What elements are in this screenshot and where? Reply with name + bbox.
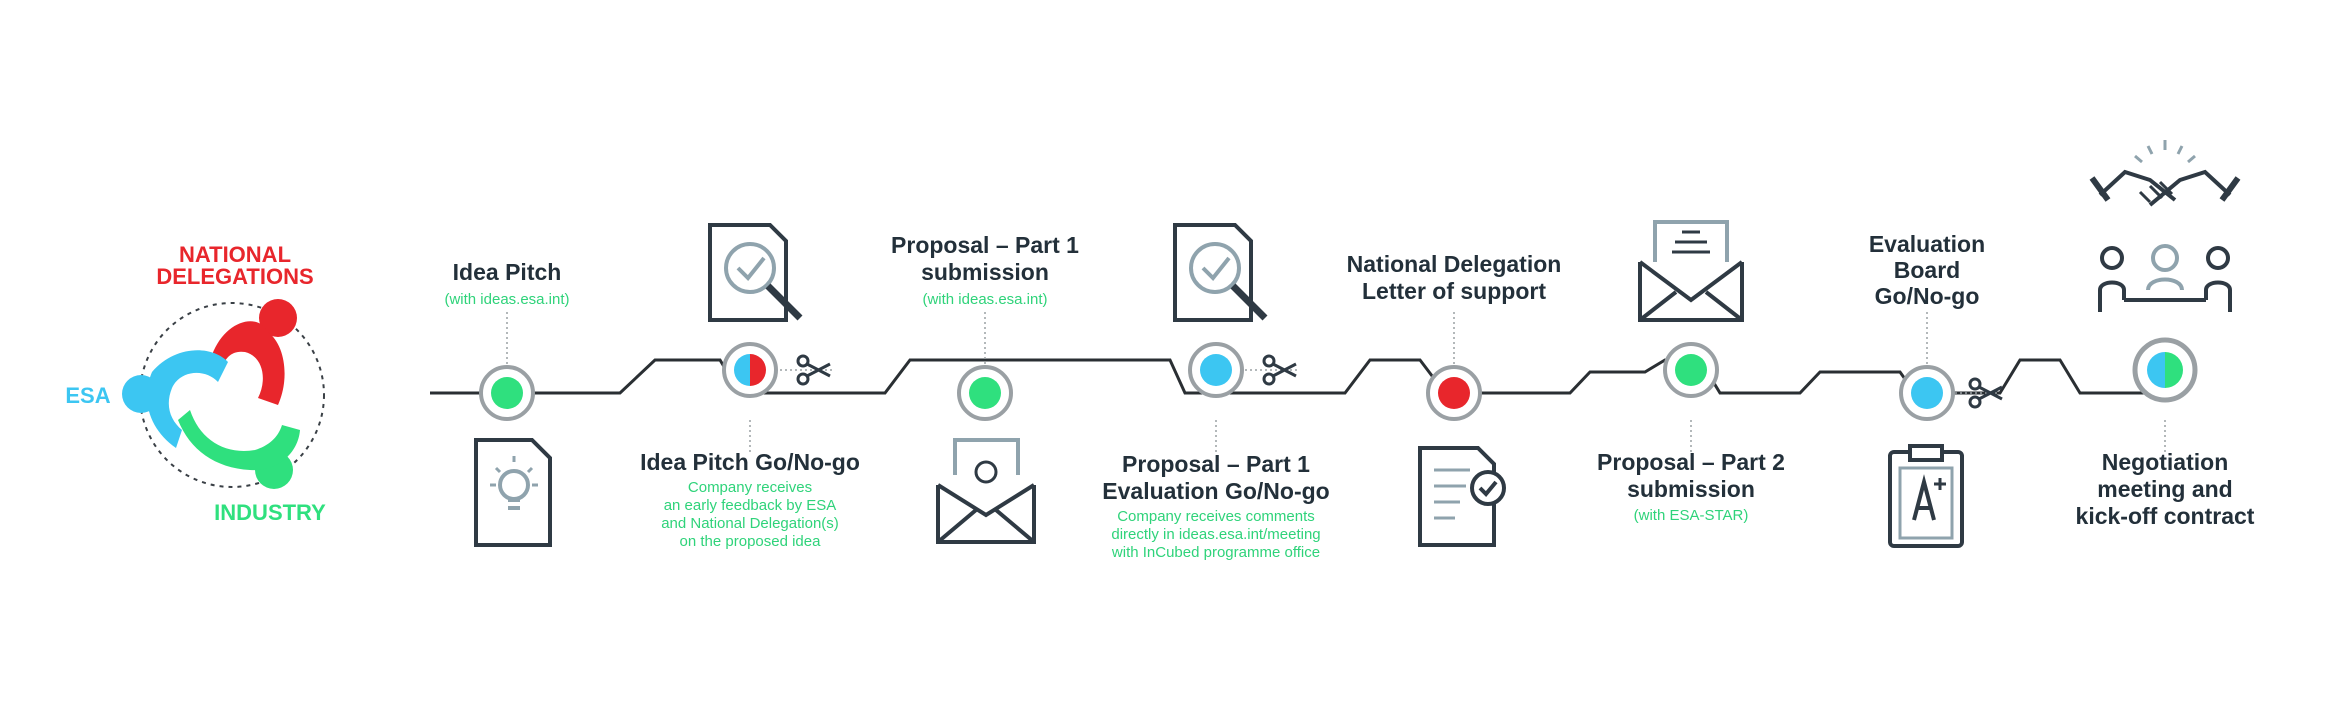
step-title-line: Negotiation bbox=[2102, 449, 2229, 475]
step-sub-line: Company receives comments bbox=[1117, 508, 1315, 525]
scissors-icon bbox=[796, 354, 831, 386]
node-idea-pitch bbox=[479, 365, 535, 421]
clipboard-grade-icon bbox=[1888, 444, 1964, 548]
blue-body bbox=[146, 350, 228, 448]
step-title-line: meeting and bbox=[2097, 476, 2232, 502]
stakeholder-cycle-logo: NATIONAL DELEGATIONS ESA INDUSTRY bbox=[65, 242, 326, 525]
red-head bbox=[259, 299, 297, 337]
national-delegations-figure bbox=[212, 299, 297, 405]
document-magnifier-icon bbox=[708, 223, 803, 322]
step-title-line: National Delegation bbox=[1347, 251, 1562, 277]
legend-delegations: DELEGATIONS bbox=[156, 264, 313, 289]
step-title-line: Proposal – Part 1 bbox=[1122, 451, 1310, 477]
node-proposal-part1-submission bbox=[957, 365, 1013, 421]
step-title-line: Go/No-go bbox=[1875, 283, 1980, 309]
esa-figure bbox=[122, 350, 228, 448]
document-magnifier-icon bbox=[1173, 223, 1268, 322]
step-title-line: kick-off contract bbox=[2076, 503, 2255, 529]
step-sub-line: and National Delegation(s) bbox=[661, 515, 839, 532]
node-negotiation bbox=[2132, 337, 2198, 403]
node-evaluation-board bbox=[1899, 365, 1955, 421]
industry-figure bbox=[178, 410, 300, 489]
timeline-path bbox=[430, 358, 2180, 395]
step-title-line: Evaluation Go/No-go bbox=[1102, 478, 1329, 504]
node-proposal-part1-evaluation bbox=[1188, 342, 1244, 398]
document-lightbulb-icon bbox=[474, 438, 552, 547]
scissors-icon bbox=[1262, 354, 1297, 386]
legend-industry: INDUSTRY bbox=[214, 500, 326, 525]
step-title-line: Proposal – Part 2 bbox=[1597, 449, 1785, 475]
step-sub-line: an early feedback by ESA bbox=[664, 497, 837, 514]
legend-national: NATIONAL bbox=[179, 242, 291, 267]
node-proposal-part2-submission bbox=[1663, 342, 1719, 398]
green-body bbox=[178, 410, 300, 471]
dotted-connectors bbox=[506, 312, 2166, 455]
scissors-icon bbox=[1968, 377, 2003, 409]
node-idea-pitch-go-nogo bbox=[722, 342, 778, 398]
red-body bbox=[212, 321, 285, 405]
envelope-at-icon bbox=[936, 438, 1036, 544]
handshake-meeting-icon bbox=[2089, 140, 2241, 312]
step-sub-idea-pitch: (with ideas.esa.int) bbox=[444, 291, 569, 308]
envelope-letter-icon bbox=[1638, 220, 1744, 322]
step-title-idea-pitch: Idea Pitch bbox=[453, 259, 562, 285]
step-title-line: Board bbox=[1894, 257, 1960, 283]
step-title-line: submission bbox=[921, 259, 1049, 285]
step-sub-proposal-part2: (with ESA-STAR) bbox=[1634, 507, 1749, 524]
step-sub-proposal-part1: (with ideas.esa.int) bbox=[922, 291, 1047, 308]
step-sub-line: with InCubed programme office bbox=[1111, 544, 1320, 561]
step-sub-line: directly in ideas.esa.int/meeting bbox=[1111, 526, 1320, 543]
legend-esa: ESA bbox=[65, 383, 110, 408]
node-national-delegation-letter bbox=[1426, 365, 1482, 421]
step-title-line: Evaluation bbox=[1869, 231, 1985, 257]
step-title-line: Letter of support bbox=[1362, 278, 1546, 304]
step-sub-line: on the proposed idea bbox=[680, 533, 822, 550]
step-title-line: Proposal – Part 1 bbox=[891, 232, 1079, 258]
step-title-idea-pitch-go-nogo: Idea Pitch Go/No-go bbox=[640, 449, 860, 475]
step-title-line: submission bbox=[1627, 476, 1755, 502]
document-check-icon bbox=[1418, 446, 1506, 547]
step-sub-line: Company receives bbox=[688, 479, 812, 496]
